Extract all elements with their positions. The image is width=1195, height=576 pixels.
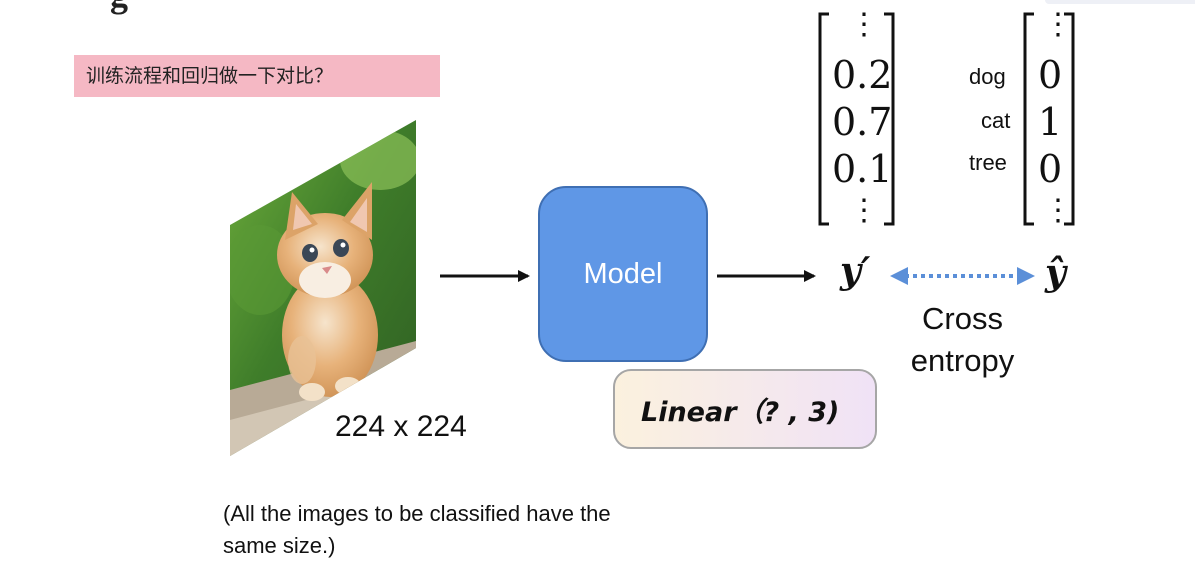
loss-label-line-1: Cross [880, 298, 1045, 340]
cross-entropy-arrow [890, 267, 1035, 285]
class-label-cat: cat [981, 108, 1010, 134]
linear-layer-box: Linear（? , 3) [613, 369, 877, 449]
prediction-symbol: y′ [840, 250, 870, 292]
prediction-value-cat: 0.7 [832, 103, 892, 141]
prediction-value-dog: 0.2 [832, 56, 892, 94]
prediction-top-ellipsis: ⋮ [849, 10, 879, 40]
model-box: Model [538, 186, 708, 362]
class-label-dog: dog [969, 64, 1006, 90]
label-value-dog: 0 [1038, 56, 1062, 94]
class-label-tree: tree [969, 150, 1007, 176]
label-top-ellipsis: ⋮ [1043, 10, 1073, 40]
loss-label-line-2: entropy [880, 340, 1045, 382]
prediction-value-tree: 0.1 [832, 150, 892, 188]
prediction-bottom-ellipsis: ⋮ [849, 196, 879, 226]
label-value-cat: 1 [1038, 103, 1062, 141]
loss-label: Cross entropy [880, 298, 1045, 382]
ground-truth-symbol: ŷ [1045, 252, 1066, 294]
model-label: Model [584, 258, 663, 291]
linear-layer-label: Linear（? , 3) [641, 390, 839, 429]
label-bottom-ellipsis: ⋮ [1043, 196, 1073, 226]
label-value-tree: 0 [1038, 150, 1062, 188]
